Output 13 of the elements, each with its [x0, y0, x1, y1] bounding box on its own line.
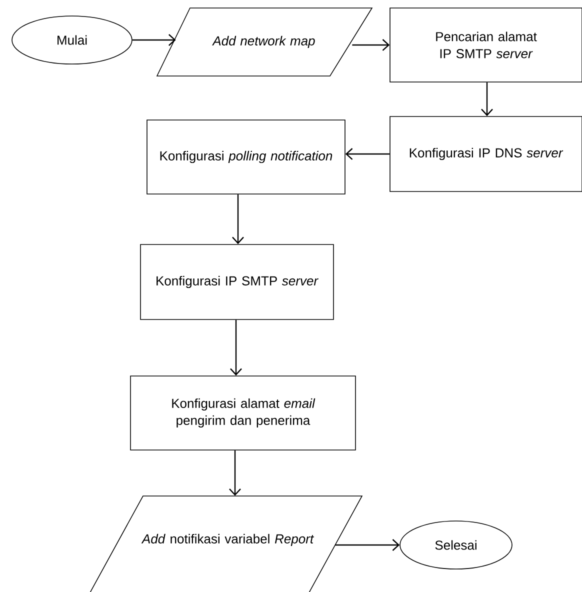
- process-box: Pencarian alamat IP SMTP server: [390, 8, 582, 82]
- arrow: [229, 450, 241, 496]
- arrow: [345, 148, 390, 160]
- process-box: Konfigurasi alamat email pengirim dan penerima: [130, 376, 356, 450]
- process-box: Konfigurasi polling notification: [146, 120, 346, 194]
- arrow: [132, 34, 176, 46]
- arrow: [232, 194, 244, 244]
- arrow: [230, 320, 242, 376]
- process-box: Konfigurasi IP SMTP server: [140, 244, 334, 320]
- arrow: [352, 39, 390, 51]
- arrow: [481, 82, 493, 116]
- arrow: [335, 539, 400, 551]
- process-box: Konfigurasi IP DNS server: [390, 116, 582, 192]
